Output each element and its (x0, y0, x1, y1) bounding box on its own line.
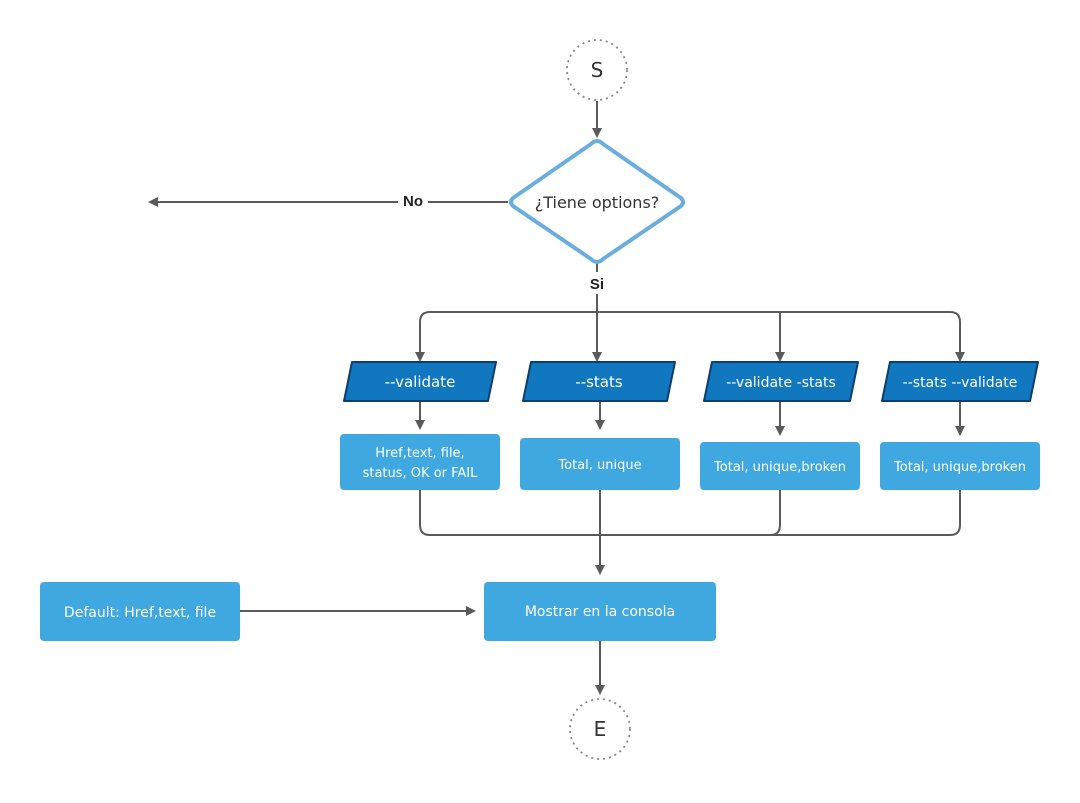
output-stats[interactable]: Total, unique (520, 438, 680, 490)
option-stats[interactable]: --stats (522, 361, 676, 402)
output-validate[interactable]: Href,text, file, status, OK or FAIL (340, 434, 500, 490)
edge-split-bus (419, 311, 965, 362)
option-stats-validate-label: --stats --validate (903, 375, 1018, 391)
output-validate-line1: Href,text, file, (375, 446, 464, 461)
output-stats-validate[interactable]: Total, unique,broken (880, 442, 1040, 490)
output-validate-line2: status, OK or FAIL (363, 466, 479, 481)
console-node[interactable]: Mostrar en la consola (484, 582, 716, 641)
output-validate-stats[interactable]: Total, unique,broken (700, 442, 860, 490)
edge-label-yes: Si (590, 276, 604, 293)
option-validate-stats[interactable]: --validate -stats (703, 361, 859, 402)
option-validate[interactable]: --validate (343, 361, 497, 402)
default-node[interactable]: Default: Href,text, file (40, 582, 240, 641)
option-stats-label: --stats (575, 373, 623, 391)
output-stats-validate-label: Total, unique,broken (893, 460, 1026, 475)
decision-node[interactable]: ¿Tiene options? (509, 138, 685, 265)
option-stats-validate[interactable]: --stats --validate (881, 361, 1039, 402)
end-node[interactable]: E (569, 698, 631, 760)
output-stats-label: Total, unique (557, 458, 641, 473)
console-label: Mostrar en la consola (525, 604, 675, 620)
edge-label-no: No (403, 193, 423, 210)
option-validate-label: --validate (385, 373, 456, 391)
decision-label: ¿Tiene options? (535, 193, 660, 212)
start-label: S (591, 58, 604, 82)
start-node[interactable]: S (566, 39, 628, 101)
option-validate-stats-label: --validate -stats (726, 375, 836, 391)
output-validate-stats-label: Total, unique,broken (713, 460, 846, 475)
end-label: E (594, 717, 607, 741)
edges (148, 101, 965, 695)
default-label: Default: Href,text, file (64, 605, 216, 621)
edge-merge-bus-2 (600, 490, 961, 536)
